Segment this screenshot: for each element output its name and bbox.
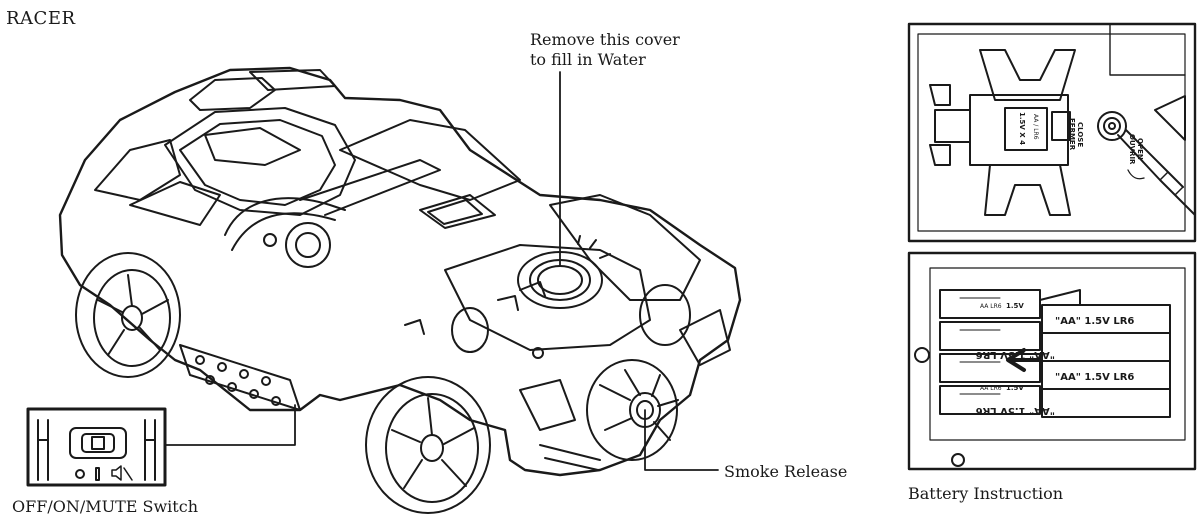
close-label: CLOSE xyxy=(1076,122,1084,147)
battery-cell-label: "AA" 1.5V LR6 xyxy=(1055,316,1134,327)
smoke-leader-line xyxy=(644,409,719,471)
battery-cell-label: "AA" 1.5V LR6 xyxy=(976,349,1055,360)
slot-marking: 1.5V xyxy=(1006,302,1024,310)
battery-cell-label: "AA" 1.5V LR6 xyxy=(976,405,1055,416)
battery-compartment-inset xyxy=(907,251,1197,471)
switch-callout: OFF/ON/MUTE Switch xyxy=(12,497,198,516)
page-title: RACER xyxy=(6,8,76,29)
door-marking-type: AA / LR6 xyxy=(1032,114,1039,140)
switch-inset xyxy=(26,407,167,487)
battery-instruction-caption: Battery Instruction xyxy=(908,484,1064,503)
water-cover-callout-line1: Remove this cover xyxy=(530,30,680,49)
open-label: OPEN xyxy=(1136,138,1144,160)
slot-type-marking: AA LR6 xyxy=(980,303,1002,310)
ouvrir-label: OUVRIR xyxy=(1128,134,1136,165)
battery-door-inset xyxy=(907,22,1197,243)
water-cover-callout-line2: to fill in Water xyxy=(530,50,646,69)
slot-marking: 1.5V xyxy=(1006,384,1024,392)
battery-cell-label: "AA" 1.5V LR6 xyxy=(1055,372,1134,383)
slot-type-marking: AA LR6 xyxy=(980,385,1002,392)
switch-leader-line xyxy=(164,404,296,446)
fermer-label: FERMER xyxy=(1068,118,1076,151)
insert-arrow-icon xyxy=(1006,348,1042,372)
smoke-release-callout: Smoke Release xyxy=(724,462,848,481)
car-illustration xyxy=(58,66,742,514)
water-cover-callout: Remove this cover to fill in Water xyxy=(530,30,680,70)
door-marking-voltage: 1.5V X 4 xyxy=(1018,112,1026,145)
